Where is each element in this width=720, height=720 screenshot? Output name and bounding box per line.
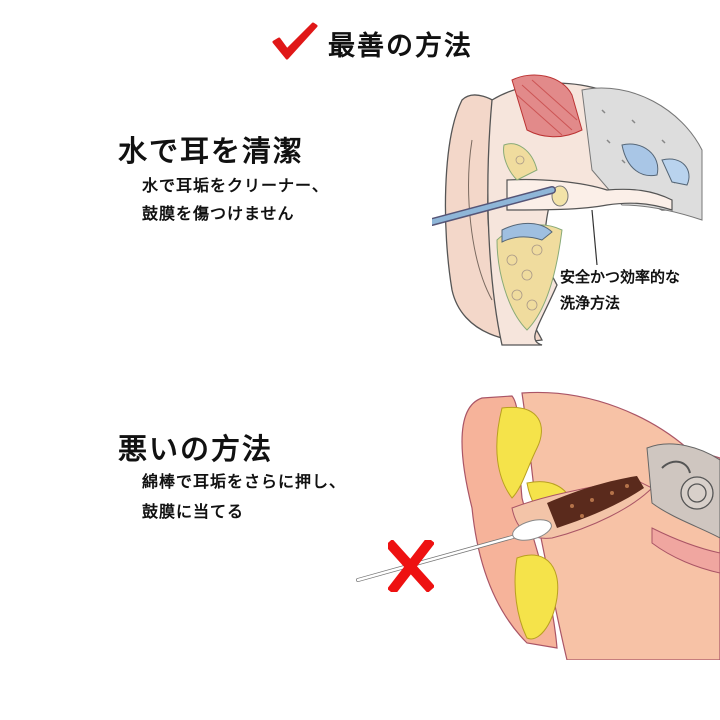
red-check-icon [272,22,318,60]
good-method-callout-line2: 洗浄方法 [560,294,621,312]
ear-cotton-swab-illustration [356,391,720,660]
bad-method-desc-line1: 綿棒で耳垢をさらに押し、 [142,472,347,491]
good-method-desc-line1: 水で耳垢をクリーナー、 [142,176,329,195]
red-x-icon [388,540,434,592]
bad-method-desc-line2: 鼓膜に当てる [142,502,245,521]
page-title: 最善の方法 [328,31,473,62]
good-method-callout-line1: 安全かつ効率的な [560,268,681,286]
good-method-heading: 水で耳を清潔 [118,134,305,168]
bad-method-heading: 悪いの方法 [118,432,274,466]
ear-cleaning-water-illustration [432,74,703,346]
good-method-desc-line2: 鼓膜を傷つけません [142,204,295,223]
header: 最善の方法 [270,18,530,66]
